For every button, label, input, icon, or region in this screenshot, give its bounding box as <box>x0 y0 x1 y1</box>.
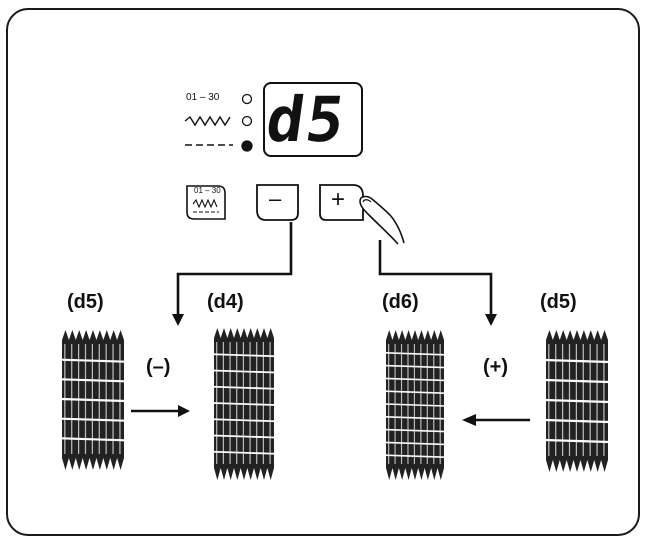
led-readout: d5 <box>261 83 351 156</box>
minus-button-label: – <box>269 186 282 211</box>
minus-connector-line <box>176 222 293 318</box>
sample-label-left-start: (d5) <box>67 291 104 313</box>
plus-operation-label: (+) <box>483 356 508 378</box>
fabric-sample-right-result <box>384 330 446 480</box>
sample-label-right-result: (d6) <box>382 291 419 313</box>
minus-operation-label: (–) <box>146 356 171 378</box>
mode-button[interactable] <box>186 185 226 220</box>
minus-button[interactable] <box>256 184 299 221</box>
plus-button-label: + <box>331 186 346 213</box>
fabric-sample-left-result <box>212 328 276 480</box>
plus-direction-arrow-head <box>462 414 476 426</box>
fabric-samples <box>60 328 610 480</box>
sample-label-right-start: (d5) <box>540 291 577 313</box>
fabric-sample-left-start <box>60 330 126 470</box>
finger-icon <box>359 195 405 245</box>
minus-direction-arrow-head <box>178 405 190 417</box>
fabric-sample-right-start <box>544 330 610 472</box>
led-display <box>263 82 363 157</box>
indicator-zigzag-stitch <box>241 115 253 127</box>
plus-connector-line <box>378 240 493 318</box>
range-label: 01 – 30 <box>186 92 220 103</box>
zigzag-stitch-icon <box>184 115 231 127</box>
indicator-panel <box>184 93 253 152</box>
fingernail <box>362 199 372 203</box>
indicator-pattern-range <box>241 93 253 105</box>
plus-arrow-head <box>485 314 497 326</box>
mode-button-label: 01 – 30 <box>194 186 221 195</box>
sample-label-left-result: (d4) <box>207 291 244 313</box>
mode-zigzag-icon <box>192 198 218 209</box>
indicator-straight-stitch <box>241 140 253 152</box>
minus-arrow-head <box>172 314 184 326</box>
plus-button[interactable] <box>319 184 364 221</box>
